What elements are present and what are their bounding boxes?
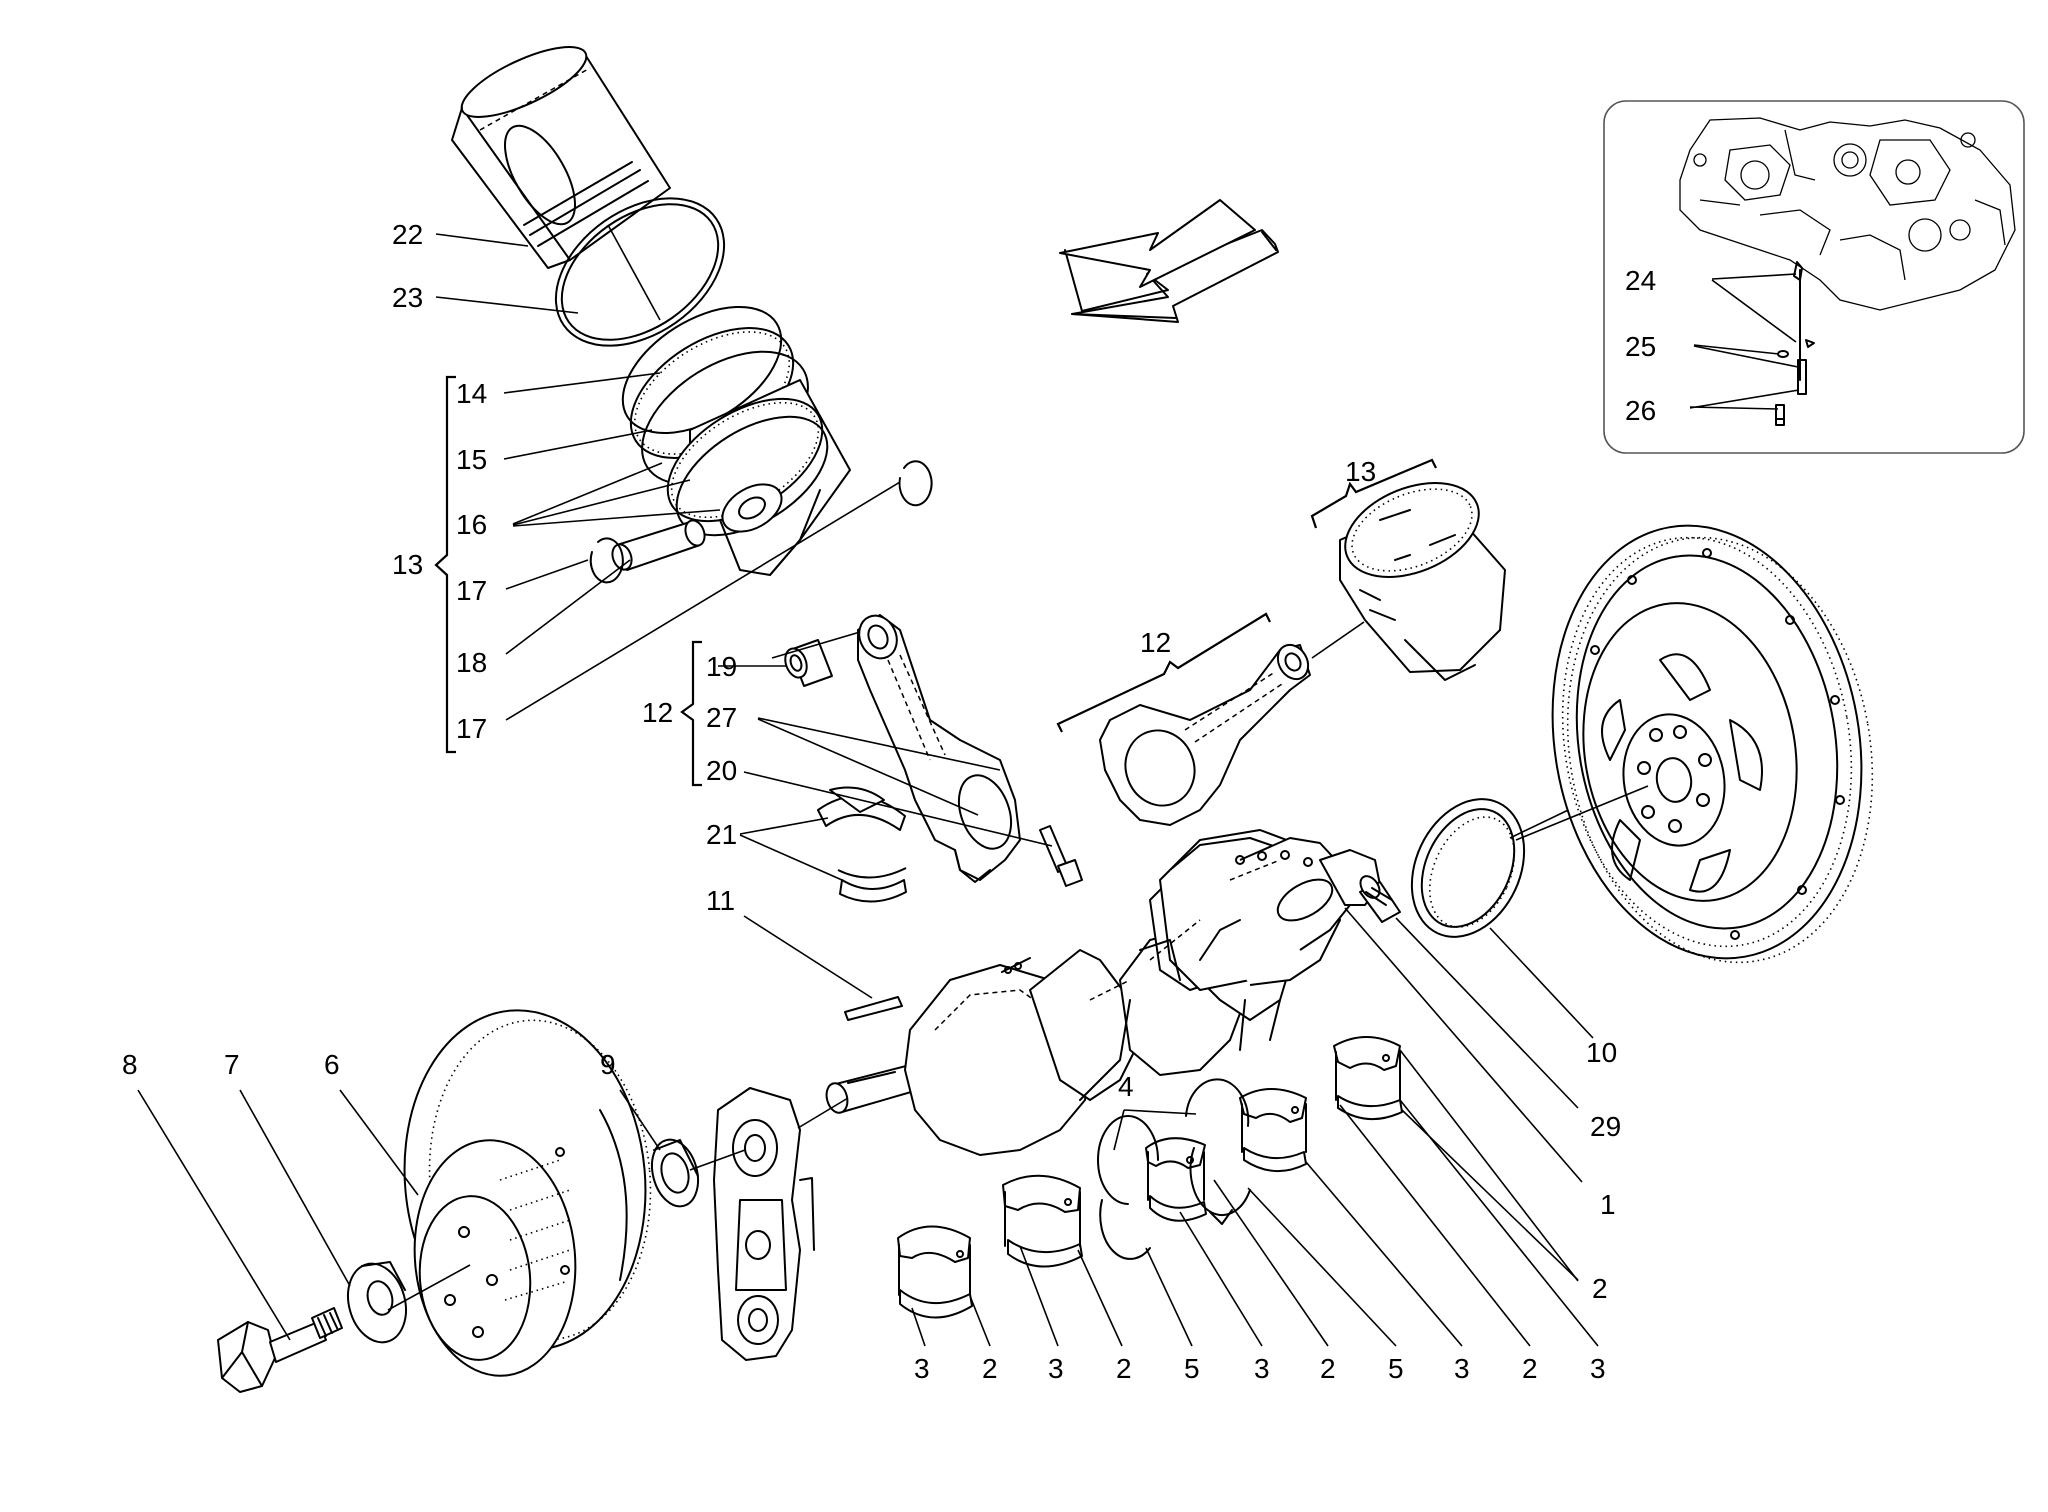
callout-4: 4: [1118, 1071, 1134, 1102]
callout-25: 25: [1625, 331, 1656, 362]
bottom-callout-2d: 2: [1522, 1353, 1538, 1384]
callout-23: 23: [392, 282, 423, 313]
connecting-rod-right: [1099, 643, 1311, 826]
bracket-13: [434, 375, 456, 754]
bottom-callout-5b: 5: [1388, 1353, 1404, 1384]
callout-12-right: 12: [1140, 627, 1171, 658]
callout-9: 9: [600, 1049, 616, 1080]
callout-19: 19: [706, 651, 737, 682]
callout-6: 6: [324, 1049, 340, 1080]
callout-20: 20: [706, 755, 737, 786]
bottom-callout-2b: 2: [1116, 1353, 1132, 1384]
callout-13-left: 13: [392, 549, 423, 580]
direction-arrow: [1059, 199, 1279, 323]
callout-29: 29: [1590, 1111, 1621, 1142]
callout-10: 10: [1586, 1037, 1617, 1068]
bracket-12-right: [1056, 612, 1271, 733]
callout-26: 26: [1625, 395, 1656, 426]
con-rod-bearing-shells: [817, 786, 907, 903]
bracket-13-right: [1310, 458, 1437, 529]
bracket-12-left: [680, 640, 702, 787]
timing-chain-sprocket: [713, 1087, 815, 1361]
inset-engine-block: [1679, 117, 2016, 311]
thrust-washers: [1097, 1078, 1251, 1260]
callout-2-right: 2: [1592, 1273, 1608, 1304]
callout-14: 14: [456, 378, 487, 409]
callout-7: 7: [224, 1049, 240, 1080]
callout-22: 22: [392, 219, 423, 250]
bottom-callout-3b: 3: [1048, 1353, 1064, 1384]
bottom-callout-3e: 3: [1590, 1353, 1606, 1384]
piston: [666, 379, 851, 576]
callout-15: 15: [456, 444, 487, 475]
bottom-callout-3d: 3: [1454, 1353, 1470, 1384]
callout-18: 18: [456, 647, 487, 678]
small-end-bushing: [784, 639, 833, 687]
callout-17-lower: 17: [456, 713, 487, 744]
inset-view: 24 25 26: [1603, 100, 2025, 454]
callout-1: 1: [1600, 1189, 1616, 1220]
bottom-callout-2c: 2: [1320, 1353, 1336, 1384]
callout-24: 24: [1625, 265, 1656, 296]
callout-16: 16: [456, 509, 487, 540]
crankshaft: [825, 829, 1381, 1156]
callout-13-right: 13: [1345, 456, 1376, 487]
cylinder-liner: [451, 46, 671, 269]
callout-17-upper: 17: [456, 575, 487, 606]
connecting-rod-left: [857, 614, 1021, 883]
flywheel: [1551, 524, 1874, 964]
callout-21: 21: [706, 819, 737, 850]
damper-washer: [347, 1261, 407, 1344]
rear-oil-seal: [1410, 798, 1526, 938]
callout-12-left: 12: [642, 697, 673, 728]
bottom-callout-5a: 5: [1184, 1353, 1200, 1384]
callout-8: 8: [122, 1049, 138, 1080]
piston-right: [1339, 482, 1506, 681]
bottom-callout-3c: 3: [1254, 1353, 1270, 1384]
bottom-callout-3a: 3: [914, 1353, 930, 1384]
pin-circlips: [589, 460, 933, 584]
front-oil-seal: [650, 1138, 700, 1208]
bottom-callout-2a: 2: [982, 1353, 998, 1384]
pilot-bushing: [1359, 875, 1401, 923]
callout-11: 11: [706, 885, 735, 916]
damper-bolt: [217, 1307, 343, 1393]
callout-27: 27: [706, 702, 737, 733]
woodruff-key: [844, 996, 903, 1021]
crankshaft-pulley-damper: [403, 1009, 652, 1377]
con-rod-bolt: [1039, 825, 1083, 887]
